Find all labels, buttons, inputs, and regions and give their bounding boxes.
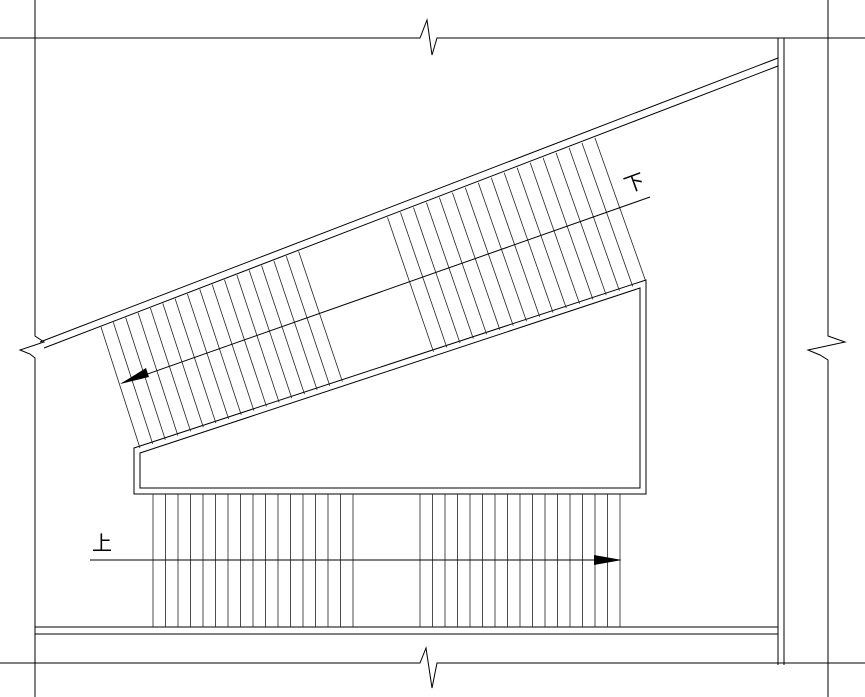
stair-tread-line xyxy=(464,187,514,326)
stair-tread-line xyxy=(387,217,434,352)
stair-tread-line xyxy=(594,137,647,283)
up-label: 上 xyxy=(92,531,112,555)
bottom-wall-line-with-break xyxy=(0,646,865,689)
top-wall-line-with-break xyxy=(0,18,865,56)
left-axis-line-with-break xyxy=(18,0,46,697)
landing-outline-inner xyxy=(139,287,641,489)
stair-tread-line xyxy=(174,298,217,424)
stair-tread-line xyxy=(261,265,305,395)
stair-tread-line xyxy=(224,279,267,407)
stair-tread-line xyxy=(100,326,141,449)
stair-tread-line xyxy=(490,177,541,318)
stair-tread-line xyxy=(542,157,594,300)
stair-tread-line xyxy=(503,172,554,313)
stair-tread-line xyxy=(568,147,620,291)
stair-tread-line xyxy=(581,142,634,287)
down-label: 下 xyxy=(621,168,648,197)
stair-tread-line xyxy=(125,317,166,440)
landing-outline-outer xyxy=(133,279,647,495)
stair-tread-line xyxy=(426,202,474,339)
stair-tread-line xyxy=(477,182,527,322)
landing xyxy=(133,279,647,495)
stair-tread-line xyxy=(555,152,607,296)
stair-tread-line xyxy=(285,255,331,386)
stair-tread-line xyxy=(400,212,448,348)
stair-tread-line xyxy=(298,251,343,382)
stair-tread-line xyxy=(137,312,179,436)
stair-tread-line xyxy=(439,197,487,335)
down-arrow xyxy=(120,196,651,384)
down-arrowhead-icon xyxy=(120,368,149,384)
stair-tread-line xyxy=(187,293,229,420)
right-axis-line-with-break xyxy=(806,0,847,697)
stair-tread-line xyxy=(150,307,191,432)
stair-tread-line xyxy=(236,274,280,403)
stair-tread-line xyxy=(529,162,580,304)
upper-flight-treads xyxy=(100,137,647,449)
sloped-wall-outer xyxy=(39,57,779,343)
stair-tread-line xyxy=(199,289,242,415)
stair-tread-line xyxy=(162,303,204,428)
down-arrow-line xyxy=(121,196,651,384)
stair-tread-line xyxy=(413,207,461,344)
sloped-wall-inner xyxy=(43,65,779,349)
stair-tread-line xyxy=(211,284,255,411)
up-arrow xyxy=(90,555,622,565)
up-arrowhead-icon xyxy=(594,555,622,565)
stair-tread-line xyxy=(248,270,293,399)
stair-tread-line xyxy=(112,322,154,445)
stair-tread-line xyxy=(452,192,501,331)
stair-tread-line xyxy=(516,167,567,309)
stair-tread-line xyxy=(273,260,318,391)
